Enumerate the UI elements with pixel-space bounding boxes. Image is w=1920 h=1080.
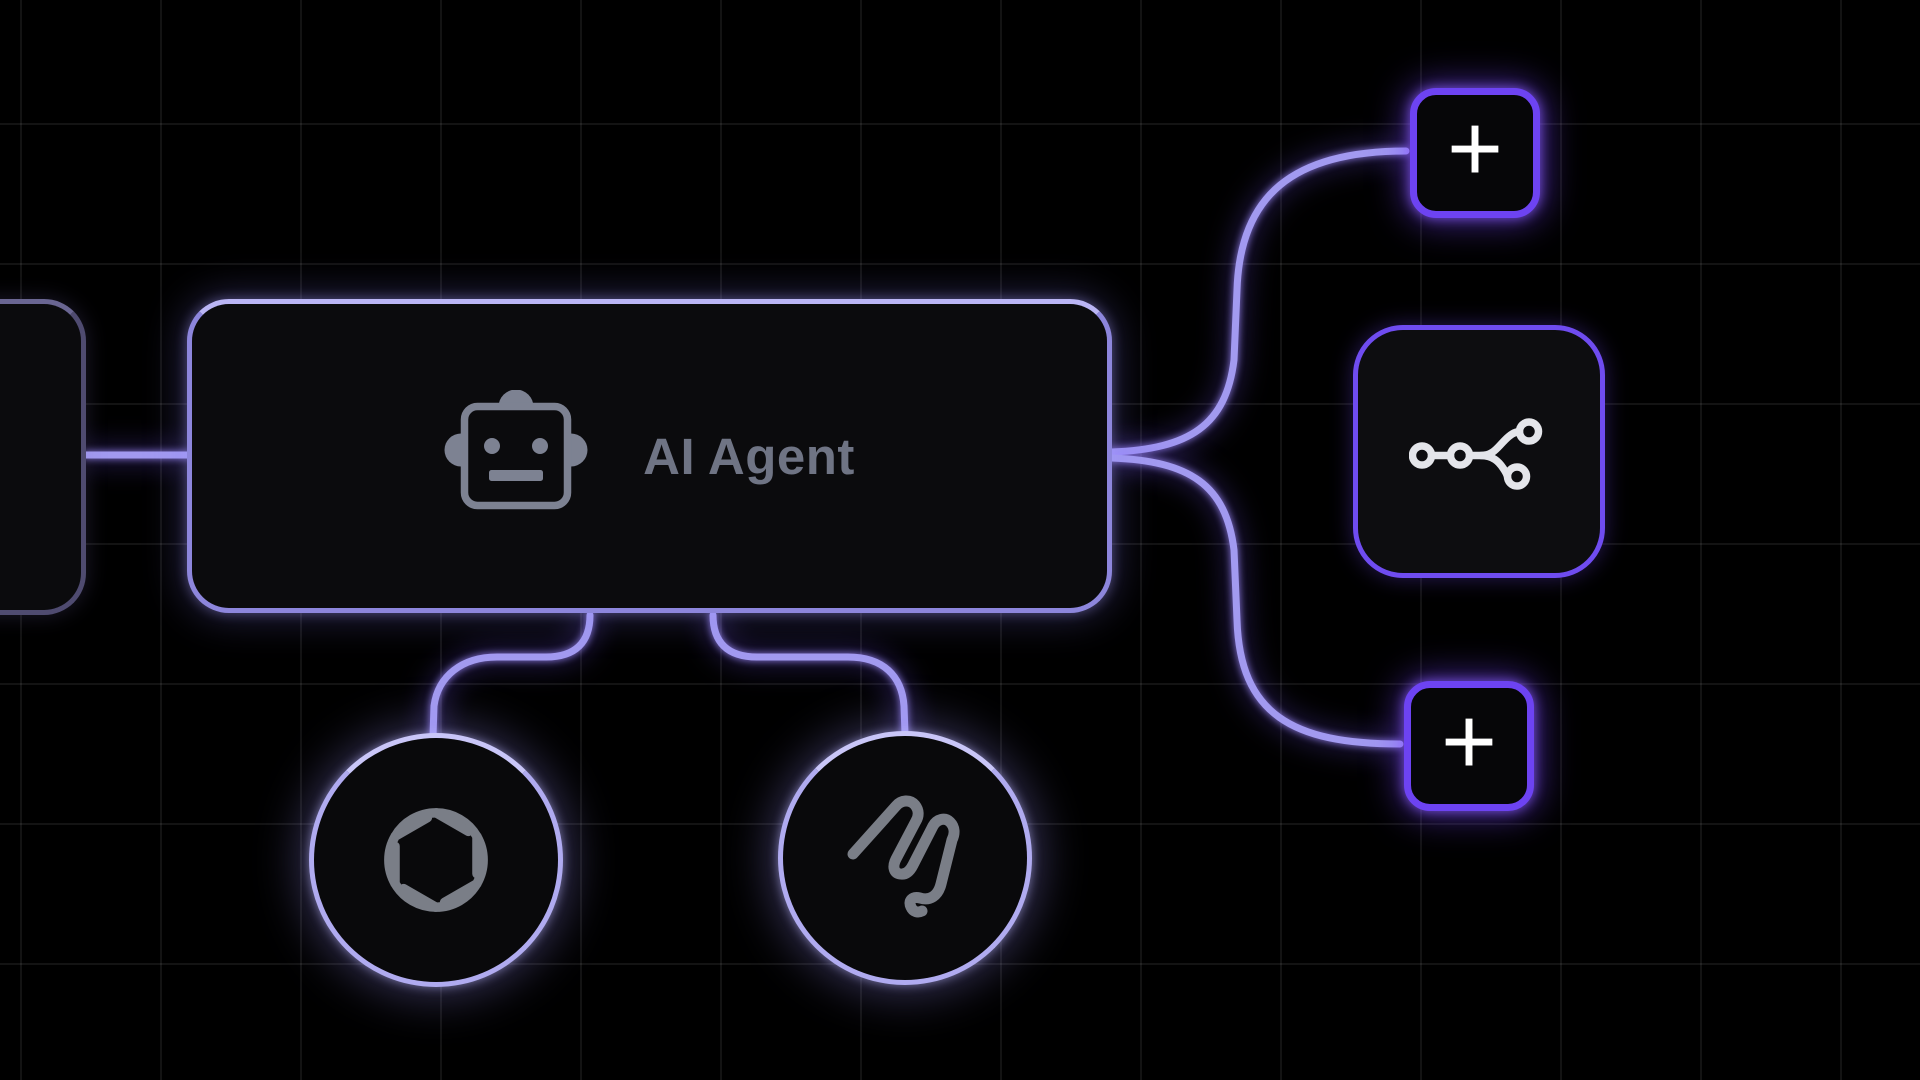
wire-agent-to-memory[interactable] [709, 611, 909, 738]
wire-agent-to-add-top[interactable] [1108, 147, 1410, 456]
plus-icon: + [1440, 688, 1498, 795]
robot-icon [444, 390, 588, 522]
add-node-button-top[interactable]: + [1410, 88, 1540, 218]
mem-squiggle-icon [840, 788, 970, 928]
openai-logo-icon [377, 801, 495, 919]
ai-agent-label: AI Agent [643, 427, 855, 485]
upstream-node-partial[interactable] [0, 299, 86, 615]
plus-icon: + [1446, 95, 1504, 202]
wire-agent-to-chat-model[interactable] [429, 611, 594, 740]
chat-model-node[interactable] [309, 733, 563, 987]
branch-merge-icon [1409, 402, 1549, 502]
memory-node[interactable] [778, 731, 1032, 985]
ai-agent-node[interactable]: AI Agent [187, 299, 1112, 613]
tool-node[interactable] [1353, 325, 1605, 578]
add-node-button-bottom[interactable]: + [1404, 681, 1534, 811]
wire-agent-to-add-bottom[interactable] [1108, 454, 1404, 748]
